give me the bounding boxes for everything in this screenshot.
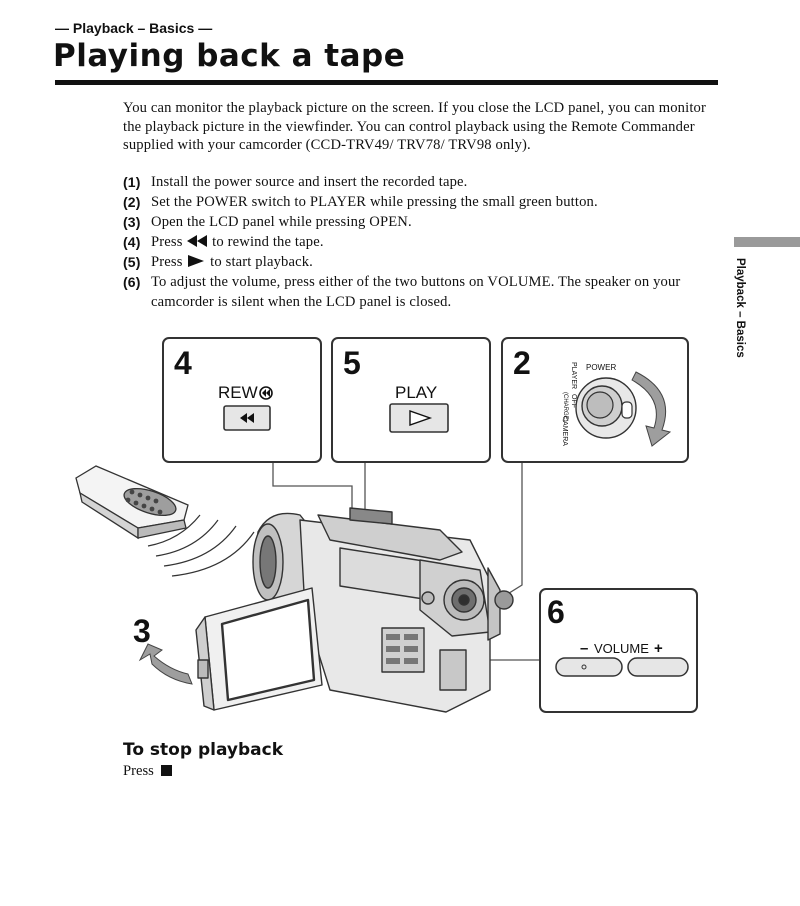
side-tab-bar (734, 237, 800, 247)
step-text: To adjust the volume, press either of th… (151, 274, 681, 310)
callout-play: 5 PLAY (331, 337, 491, 463)
step-1: (1) Install the power source and insert t… (123, 172, 723, 192)
camcorder (195, 507, 514, 713)
step-2: (2) Set the POWER switch to PLAYER while … (123, 192, 723, 212)
callout-rew-number: 4 (174, 345, 192, 381)
intro-paragraph: You can monitor the playback picture on … (123, 100, 706, 153)
power-label: POWER (586, 363, 616, 372)
callout-volume-number: 6 (547, 594, 565, 630)
step-5: (5) Press to start playback. (123, 252, 723, 272)
step-3-number: 3 (133, 613, 151, 649)
step-number: (1) (123, 174, 141, 190)
volume-label: VOLUME (594, 641, 649, 656)
play-icon (188, 255, 205, 267)
step-text-pre: Press (151, 254, 187, 270)
step-number: (6) (123, 274, 141, 290)
callout-power: 2 POWER PLAYER OFF (CHARGE) CAMERA (501, 337, 689, 463)
step-text-pre: Press (151, 234, 187, 250)
stop-icon (160, 765, 172, 776)
play-button[interactable] (389, 403, 449, 433)
rotate-arrow-icon (631, 371, 672, 447)
step-number: (5) (123, 254, 141, 270)
charge-label: (CHARGE) (562, 392, 568, 422)
stop-instruction: Press (123, 763, 172, 780)
volume-plus-sign: + (654, 640, 663, 657)
step-6: (6) To adjust the volume, press either of… (123, 272, 723, 312)
side-tab-label: Playback – Basics (734, 258, 746, 358)
step-4: (4) Press to rewind the tape. (123, 232, 723, 252)
play-label: PLAY (395, 383, 437, 402)
step-text: Install the power source and insert the … (151, 174, 468, 190)
remote-commander (75, 465, 189, 540)
rewind-icon (187, 235, 208, 247)
steps-list: (1) Install the power source and insert t… (123, 172, 723, 312)
volume-minus-sign: – (580, 640, 588, 657)
step-number: (2) (123, 194, 141, 210)
side-tab: Playback – Basics (732, 258, 746, 378)
camcorder-illustration: 3 4 REW 5 PLAY 2 POWER PLAYER OFF (CHARG… (75, 337, 698, 713)
section-label: — Playback – Basics — (55, 20, 213, 36)
rewind-button[interactable] (223, 405, 271, 431)
power-switch-dial[interactable] (575, 377, 637, 439)
off-label: OFF (570, 394, 577, 408)
volume-down-button[interactable] (555, 657, 623, 677)
rew-indicator-icon (259, 386, 273, 400)
step-text-post: to rewind the tape. (208, 234, 324, 250)
callout-rew: 4 REW (162, 337, 322, 463)
ir-signal-waves (147, 514, 255, 577)
step-text: Open the LCD panel while pressing OPEN. (151, 214, 412, 230)
step-3: (3) Open the LCD panel while pressing OPE… (123, 212, 723, 232)
camera-label: CAMERA (561, 416, 568, 446)
callout-volume: 6 – VOLUME + (539, 588, 698, 713)
callout-power-number: 2 (513, 345, 531, 381)
stop-heading: To stop playback (123, 740, 283, 760)
step-number: (3) (123, 214, 141, 230)
step-text: Set the POWER switch to PLAYER while pre… (151, 194, 598, 210)
page-title: Playing back a tape (53, 38, 406, 74)
volume-up-button[interactable] (627, 657, 689, 677)
title-rule (55, 80, 718, 85)
step-text-post: to start playback. (206, 254, 313, 270)
open-arrow (138, 643, 193, 685)
callout-play-number: 5 (343, 345, 361, 381)
player-label: PLAYER (570, 362, 577, 389)
stop-text: Press (123, 763, 154, 779)
rew-label: REW (218, 383, 258, 402)
step-number: (4) (123, 234, 141, 250)
